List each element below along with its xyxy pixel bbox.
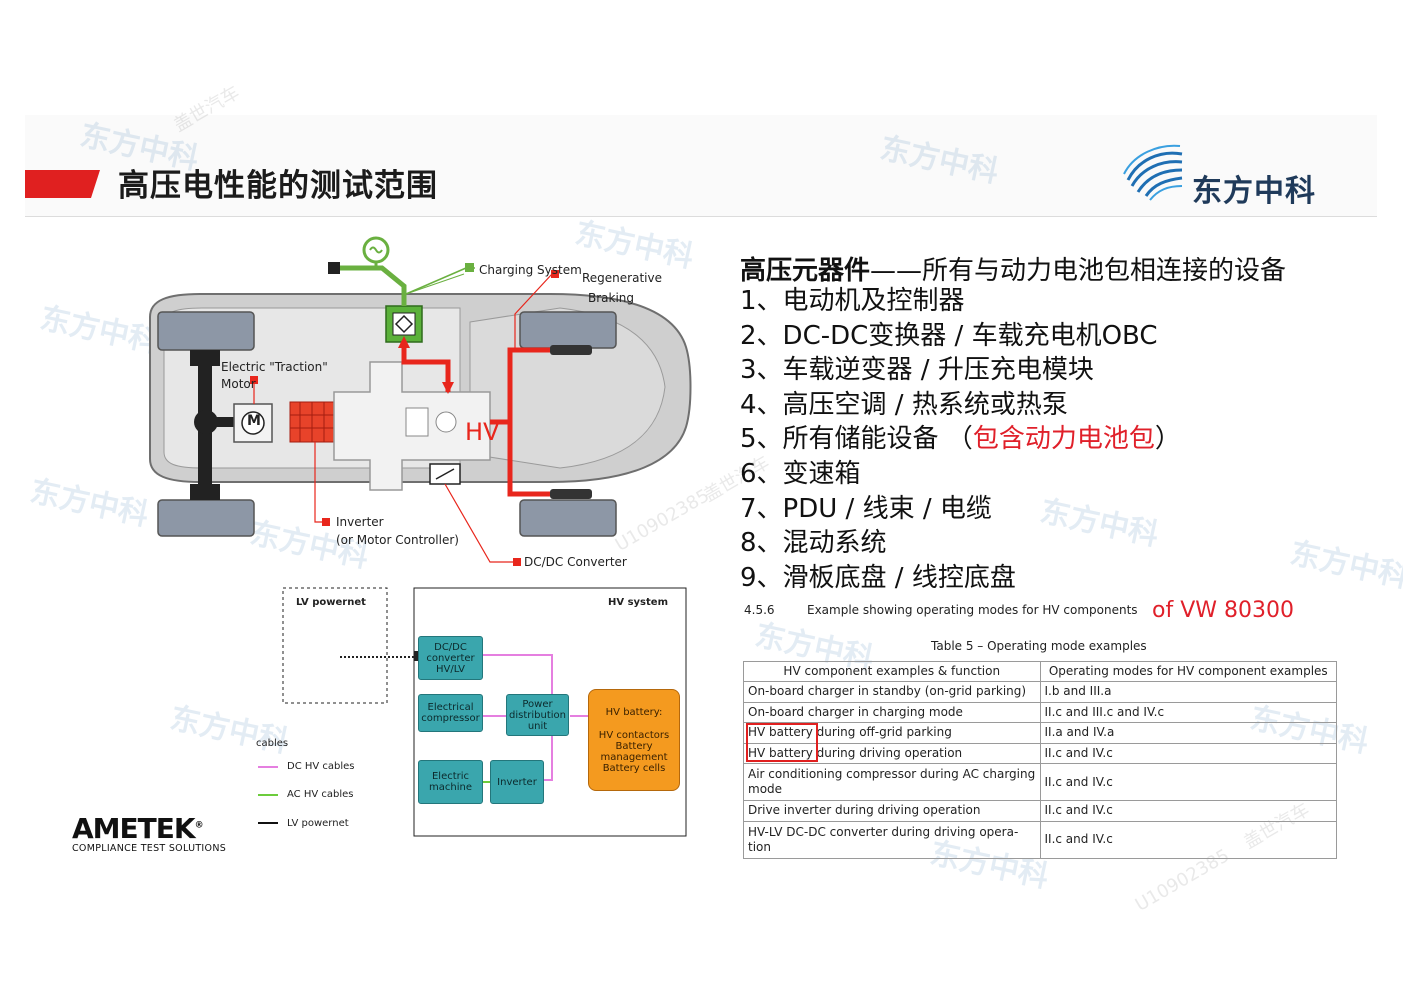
list-item: 2、DC-DC变换器 / 车载充电机OBC bbox=[740, 320, 1158, 351]
list-item: 9、滑板底盘 / 线控底盘 bbox=[740, 562, 1016, 593]
list-item: 3、车载逆变器 / 升压充电模块 bbox=[740, 355, 1094, 386]
ametek-logo: AMETEK® bbox=[72, 812, 204, 845]
label-braking: Braking bbox=[588, 291, 635, 305]
lv-powernet-title: LV powernet bbox=[296, 597, 366, 608]
legend-lv: LV powernet bbox=[287, 818, 349, 829]
label-inverter-line2: (or Motor Controller) bbox=[336, 533, 459, 547]
company-logo-icon bbox=[1123, 144, 1183, 201]
table-header-row: HV component examples & function Operati… bbox=[743, 661, 1337, 682]
label-inverter-line1: Inverter bbox=[336, 515, 384, 529]
label-motor-line1: Electric "Traction" bbox=[221, 360, 328, 374]
table-caption: Table 5 – Operating mode examples bbox=[931, 639, 1147, 653]
list-item: 5、所有储能设备 （包含动力电池包） bbox=[740, 424, 1181, 455]
label-charging-system: Charging System bbox=[479, 263, 582, 277]
label-regenerative: Regenerative bbox=[582, 271, 662, 285]
watermark: 东方中科 bbox=[1286, 535, 1403, 596]
list-item: 6、变速箱 bbox=[740, 458, 861, 489]
operating-modes-table: HV component examples & function Operati… bbox=[743, 661, 1337, 859]
list-item: 7、PDU / 线束 / 电缆 bbox=[740, 493, 992, 524]
legend-ac-hv: AC HV cables bbox=[287, 789, 354, 800]
hv-components-list: 1、电动机及控制器 2、DC-DC变换器 / 车载充电机OBC 3、车载逆变器 … bbox=[740, 284, 1181, 595]
section-caption: Example showing operating modes for HV c… bbox=[807, 603, 1138, 617]
company-logo-text: 东方中科 bbox=[1192, 174, 1316, 209]
column-header: HV component examples & function bbox=[743, 661, 1041, 682]
compressor-block: Electrical compressor bbox=[418, 694, 483, 732]
table-row: On-board charger in standby (on-grid par… bbox=[743, 681, 1337, 703]
column-header: Operating modes for HV component example… bbox=[1039, 661, 1337, 682]
motor-symbol-icon: M bbox=[247, 413, 261, 429]
label-motor-line2: Motor bbox=[221, 377, 256, 391]
standard-source: of VW 80300 bbox=[1152, 598, 1294, 623]
electric-machine-block: Electric machine bbox=[418, 760, 483, 804]
table-row: HV-LV DC-DC converter during driving ope… bbox=[743, 820, 1337, 859]
label-hv: HV bbox=[465, 418, 500, 446]
legend-title: cables bbox=[256, 738, 289, 749]
section-number: 4.5.6 bbox=[744, 603, 775, 617]
list-item: 4、高压空调 / 热系统或热泵 bbox=[740, 389, 1068, 420]
hv-battery-block: HV battery: HV contactors Battery manage… bbox=[588, 689, 680, 791]
hv-components-heading: 高压元器件——所有与动力电池包相连接的设备 bbox=[740, 256, 1287, 286]
ametek-tagline: COMPLIANCE TEST SOLUTIONS bbox=[72, 843, 227, 854]
list-item: 8、混动系统 bbox=[740, 528, 887, 559]
hv-system-title: HV system bbox=[608, 597, 668, 608]
page-title: 高压电性能的测试范围 bbox=[118, 168, 438, 204]
dcdc-block: DC/DC converter HV/LV bbox=[418, 636, 483, 680]
title-accent-flag bbox=[25, 170, 100, 198]
table-row: Air conditioning compressor during AC ch… bbox=[743, 763, 1337, 801]
inverter-block: Inverter bbox=[490, 760, 544, 804]
pdu-block: Power distribution unit bbox=[506, 694, 569, 736]
list-item: 1、电动机及控制器 bbox=[740, 286, 965, 316]
legend-dc-hv: DC HV cables bbox=[287, 761, 355, 772]
ev-car-diagram bbox=[149, 236, 692, 566]
label-dcdc-converter: DC/DC Converter bbox=[524, 555, 627, 569]
